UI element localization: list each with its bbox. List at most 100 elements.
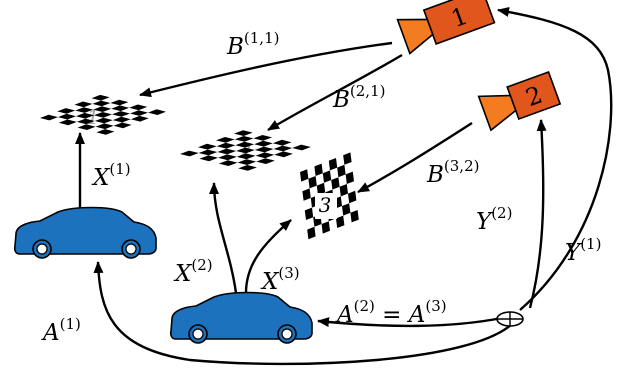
checker-square (112, 111, 130, 117)
checker-square (113, 122, 132, 129)
checker-square (345, 171, 354, 184)
checker-square (75, 107, 94, 113)
checker-square (234, 136, 254, 142)
edge-B32 (357, 121, 473, 194)
checker-square (331, 177, 340, 190)
checker-square (307, 226, 316, 240)
checker-square (302, 188, 311, 201)
checker-square (94, 117, 113, 124)
board-3-label: 3 (319, 193, 332, 217)
label-B21: B(2,1) (332, 82, 385, 113)
label-B11: B(1,1) (226, 29, 279, 60)
edge-B11 (139, 41, 393, 98)
checker-square (129, 104, 148, 111)
checker-square (58, 113, 76, 120)
checker-square (76, 118, 95, 125)
edge-A23 (317, 316, 503, 328)
checker-square (300, 169, 309, 182)
checker-square (256, 158, 275, 164)
checker-square (130, 110, 148, 116)
origin-frame-icon (496, 311, 524, 327)
checker-square (94, 112, 112, 118)
checker-square (237, 159, 257, 165)
checker-square (316, 182, 326, 196)
checker-square (336, 215, 345, 228)
checker-square (58, 119, 77, 126)
checker-square (218, 154, 237, 161)
checker-square (322, 170, 332, 183)
label-Y1: Y(1) (565, 235, 601, 266)
checkerboard-3-icon: 3 (300, 152, 359, 240)
checker-square (235, 141, 255, 148)
camera-1-icon: 1 (396, 0, 496, 55)
car-1-icon (13, 206, 157, 259)
edge-X2 (209, 182, 238, 294)
checker-square (343, 152, 352, 165)
label-X1: X(1) (91, 160, 131, 191)
checker-square (253, 135, 273, 141)
checker-square (57, 108, 76, 114)
checker-square (111, 105, 130, 112)
checker-square (112, 116, 131, 123)
checker-square (74, 101, 93, 108)
edge-A1 (93, 261, 513, 366)
checkerboard-2-icon: 2 (180, 130, 311, 171)
checker-square (342, 203, 351, 216)
checker-square (273, 145, 293, 152)
edge-Y2 (528, 119, 547, 309)
checker-square (274, 151, 293, 158)
label-B32: B(3,2) (426, 157, 479, 188)
checker-square (95, 123, 114, 130)
checker-square (350, 210, 359, 223)
checker-square (217, 148, 237, 155)
label-A23: A(2) = A(3) (335, 297, 447, 328)
checker-square (130, 115, 149, 122)
edge-B21 (267, 53, 403, 132)
checker-square (314, 163, 323, 176)
checker-square (321, 221, 330, 234)
checkerboard-1-icon: 1 (40, 94, 166, 135)
checker-square (238, 165, 257, 171)
checker-square (234, 130, 253, 136)
checker-square (337, 164, 346, 178)
label-X2: X(2) (173, 256, 213, 287)
checker-square (236, 153, 256, 160)
checker-square (272, 139, 292, 146)
board-1-label: 1 (87, 105, 100, 129)
label-Y2: Y(2) (476, 204, 512, 235)
checker-square (198, 143, 217, 150)
checker-square (91, 94, 110, 101)
checker-square (180, 150, 199, 157)
edge-X3 (244, 219, 292, 294)
board-2-label: 2 (238, 139, 252, 163)
checker-square (93, 106, 112, 112)
checker-square (199, 155, 219, 162)
checker-square (216, 142, 236, 149)
label-X3: X(3) (260, 264, 300, 295)
checker-square (254, 140, 273, 147)
edge-Y1 (497, 7, 613, 311)
checker-square (216, 137, 235, 143)
checker-square (92, 100, 111, 107)
checker-square (96, 129, 115, 135)
checker-square (110, 99, 129, 106)
checker-square (308, 176, 317, 189)
checker-square (77, 124, 96, 130)
checker-square (40, 114, 58, 121)
checker-square (255, 152, 275, 159)
checker-square (198, 149, 218, 156)
checker-square (148, 109, 166, 115)
label-A1: A(1) (41, 315, 81, 346)
checker-square (218, 160, 238, 166)
checker-square (76, 112, 94, 119)
checker-square (304, 207, 314, 220)
checker-square (328, 158, 338, 171)
checker-square (339, 184, 348, 197)
checker-square (254, 146, 274, 153)
checker-square (236, 147, 255, 154)
checker-square (348, 190, 357, 204)
car-2-icon (169, 291, 313, 344)
camera-2-icon: 2 (477, 70, 562, 132)
